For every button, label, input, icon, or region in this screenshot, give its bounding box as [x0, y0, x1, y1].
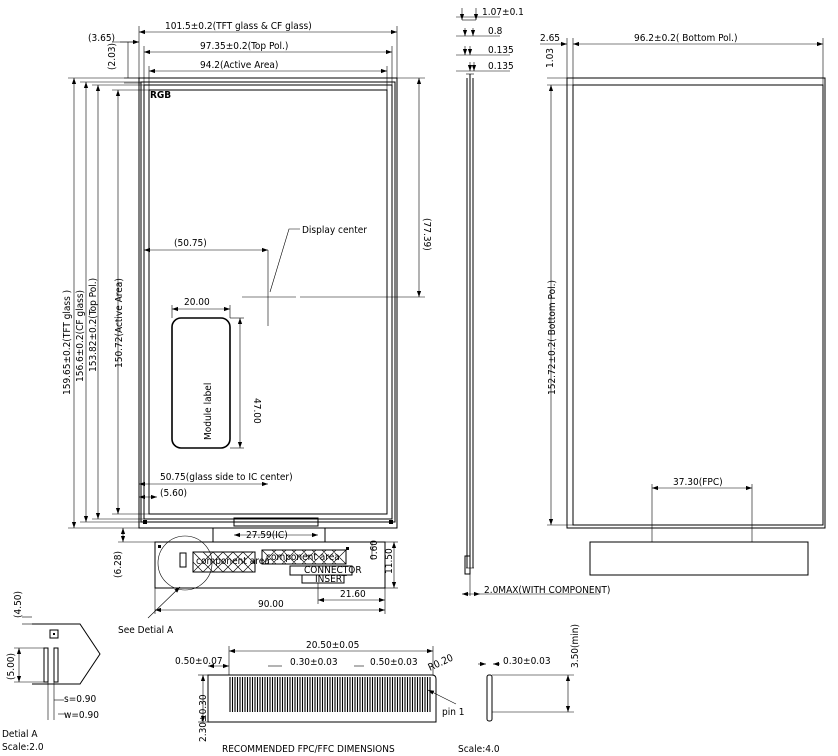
dim-628-label: (6.28)	[113, 551, 124, 578]
fpc-width-label: 90.00	[258, 599, 284, 610]
center-y-label: (77.39)	[421, 218, 432, 251]
detail-a-pad	[43, 647, 49, 683]
detail-a-dot	[53, 633, 55, 635]
insert-arrow	[301, 574, 345, 584]
back-glass-outline	[566, 77, 826, 529]
back-height-label: 152.72±0.2( Bottom Pol.)	[547, 280, 558, 395]
insert-label: INSERT	[315, 574, 347, 585]
component-area-hatch	[192, 551, 256, 573]
detail-a-500-label: (5.00)	[6, 653, 17, 680]
fpc-height-label: 11.50	[384, 548, 395, 574]
cf-glass-outline	[140, 81, 396, 523]
display-center-leader	[269, 228, 300, 293]
detail-a-title: Detial A	[2, 729, 38, 740]
fpc-pitch-label: 0.30±0.03	[290, 657, 338, 668]
back-fpc-outline	[589, 541, 809, 576]
back-fpc-label: 37.30(FPC)	[673, 477, 723, 488]
detail-a-s-label: s=0.90	[64, 694, 97, 705]
back-width-label: 96.2±0.2( Bottom Pol.)	[634, 33, 738, 44]
fpc-outline	[154, 541, 386, 589]
component-area-label-1: component area	[196, 556, 270, 567]
fpc-title: RECOMMENDED FPC/FFC DIMENSIONS	[222, 744, 395, 755]
fpc-corner-mark	[158, 545, 161, 548]
back-view: 96.2±0.2( Bottom Pol.) 2.65 1.03 152.72±…	[540, 33, 826, 576]
dim-2160-label: 21.60	[340, 589, 366, 600]
top-pol-outline	[143, 84, 393, 520]
ic-label: 27.59(IC)	[246, 530, 288, 541]
fpc-lead-hatch	[229, 677, 431, 712]
component-area-hatch	[261, 549, 347, 565]
back-103-label: 1.03	[545, 48, 556, 68]
fpc-length-label: 2.30±0.30	[198, 694, 209, 742]
cf-height-label: 156.6±0.2(CF glass)	[75, 290, 86, 382]
back-pol-outline	[572, 84, 824, 526]
offset-x-label: (3.65)	[88, 33, 115, 44]
fpc-lead-label: 0.50±0.03	[370, 657, 418, 668]
label-height-label: 47.00	[251, 398, 262, 424]
active-area-outline	[148, 89, 388, 515]
recommended-fpc: 20.50±0.05 0.50±0.07 0.30±0.03 0.50±0.03…	[175, 624, 581, 755]
tft-width-label: 101.5±0.2(TFT glass & CF glass)	[165, 21, 312, 32]
detail-a-fpc-outline	[32, 623, 101, 685]
see-detail-label: See Detial A	[118, 625, 174, 636]
fpc-radius-label: R0.20	[427, 653, 456, 674]
fpc-pin1-leader	[427, 689, 457, 705]
tft-height-label: 159.65±0.2(TFT glass )	[62, 290, 73, 395]
detail-a-square	[49, 629, 59, 639]
module-label-box	[171, 317, 231, 449]
fpc-total-label: 20.50±0.05	[306, 640, 359, 651]
corner-mark	[143, 520, 147, 524]
dim-560-label: (5.60)	[160, 488, 187, 499]
see-detail-leader	[147, 586, 181, 619]
detail-a-pad	[53, 647, 59, 683]
detail-a: (4.50) (5.00) s=0.90 w=0.90 Detial A Sca…	[2, 591, 101, 753]
center-x-label: (50.75)	[174, 238, 207, 249]
side-08-label: 0.8	[488, 26, 503, 37]
offset-y-label: (2.03)	[107, 43, 118, 70]
fpc-scale: Scale:4.0	[458, 744, 500, 755]
fpc-mark	[346, 547, 349, 550]
fpc-pin1-label: pin 1	[442, 707, 465, 718]
side-0135b-label: 0.135	[488, 61, 514, 72]
top-pol-width-label: 97.35±0.2(Top Pol.)	[200, 41, 288, 52]
back-265-label: 2.65	[540, 33, 560, 44]
ic-chip	[233, 517, 319, 527]
rgb-label: RGB	[150, 90, 171, 101]
side-view: 1.07±0.1 0.8 0.135 0.135 2.0MAX(WITH COM…	[456, 7, 610, 597]
fpc-side-profile	[486, 674, 493, 722]
detail-a-scale: Scale:2.0	[2, 742, 44, 753]
side-thickness-label: 1.07±0.1	[482, 7, 524, 18]
connector-label: CONNECTOR	[304, 565, 362, 576]
detail-a-circle	[157, 535, 213, 591]
component-area-2	[261, 549, 347, 565]
dim-060-label: 0.60	[369, 540, 380, 560]
corner-mark	[389, 520, 393, 524]
side-0135a-label: 0.135	[488, 45, 514, 56]
detail-a-w-label: w=0.90	[64, 710, 99, 721]
label-width-label: 20.00	[184, 297, 210, 308]
module-label-text: Module label	[203, 383, 214, 440]
side-fpc	[464, 555, 471, 575]
fpc-thickness-label: 0.30±0.03	[503, 656, 551, 667]
active-width-label: 94.2(Active Area)	[200, 60, 278, 71]
front-view: RGB 101.5±0.2(TFT glass & CF glass) 97.3…	[62, 21, 432, 636]
detail-a-450-label: (4.50)	[13, 591, 24, 618]
fpc-edge-label: 0.50±0.07	[175, 656, 223, 667]
top-pol-height-label: 153.82±0.2(Top Pol.)	[88, 278, 99, 372]
display-center-label: Display center	[302, 225, 367, 236]
fpc-min-label: 3.50(min)	[570, 624, 581, 668]
side-2max-label: 2.0MAX(WITH COMPONENT)	[484, 585, 610, 596]
active-height-label: 150.72(Active Area)	[114, 278, 125, 368]
fpc-recommend-outline	[207, 674, 437, 723]
ic-center-label: 50.75(glass side to IC center)	[160, 472, 293, 483]
detail-a-pad	[179, 552, 187, 568]
component-area-label-2: component area	[266, 552, 340, 563]
